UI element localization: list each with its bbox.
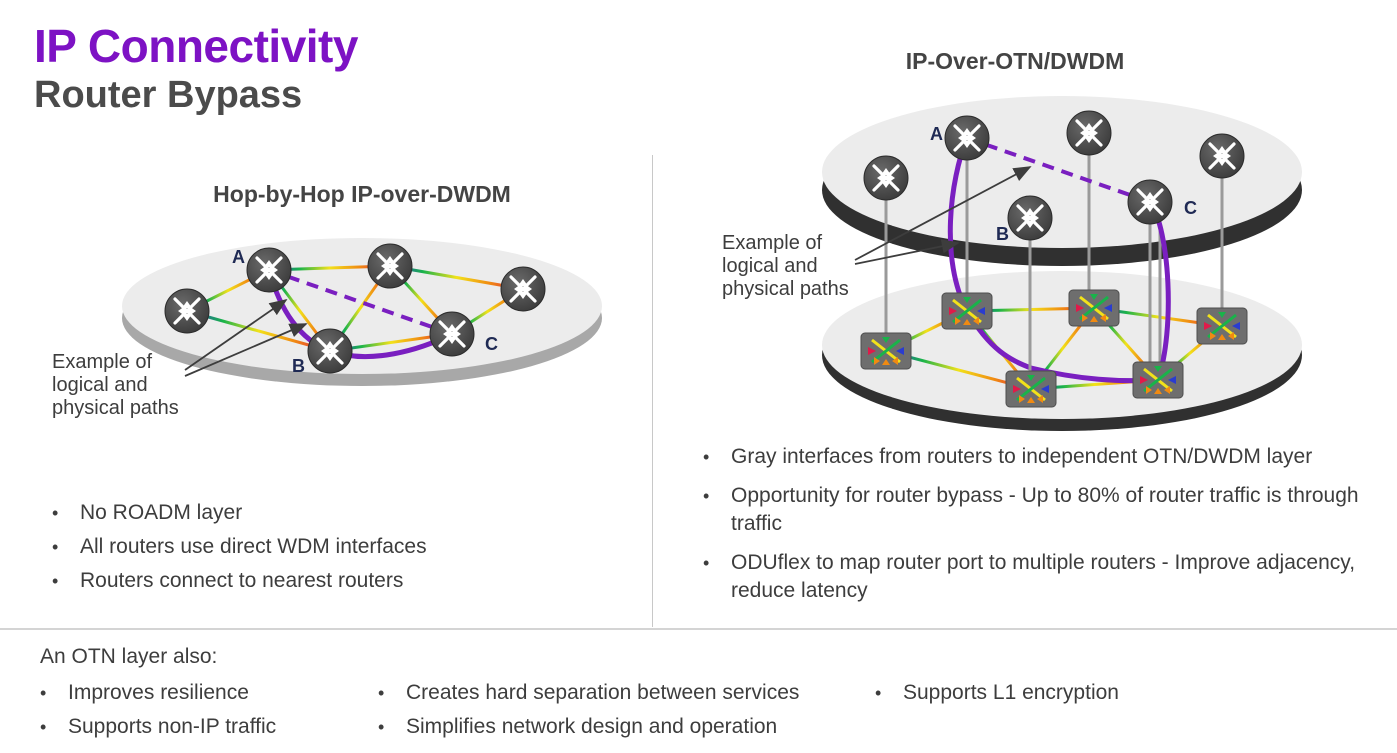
node-label-c: C — [485, 334, 498, 354]
otn-benefits-column-2: Creates hard separation between services… — [378, 676, 868, 744]
left-logical-path-dashed — [268, 268, 453, 336]
otn-switch-icon — [859, 331, 913, 371]
right-callout-text: Example of logical and physical paths — [722, 232, 849, 300]
right-logical-path-dashed — [966, 136, 1151, 204]
list-item: Gray interfaces from routers to independ… — [703, 443, 1383, 471]
router-icon — [428, 310, 476, 358]
router-icon — [1126, 178, 1174, 226]
list-item: No ROADM layer — [52, 501, 612, 525]
node-label-b: B — [996, 224, 1009, 244]
list-item: ODUflex to map router port to multiple r… — [703, 549, 1383, 605]
router-icon — [366, 242, 414, 290]
node-label-c: C — [1184, 198, 1197, 218]
otn-switch-icon — [1195, 306, 1249, 346]
otn-intro: An OTN layer also: — [40, 645, 218, 668]
otn-switch-icon — [940, 291, 994, 331]
list-item: Opportunity for router bypass - Up to 80… — [703, 482, 1383, 538]
right-callout-arrow-1 — [854, 166, 1032, 261]
vertical-divider — [652, 155, 653, 627]
list-item: All routers use direct WDM interfaces — [52, 535, 612, 559]
left-bullet-list: No ROADM layer All routers use direct WD… — [52, 501, 612, 603]
router-icon — [1198, 132, 1246, 180]
list-item: Routers connect to nearest routers — [52, 569, 612, 593]
left-diagram-heading: Hop-by-Hop IP-over-DWDM — [213, 181, 511, 207]
router-icon — [862, 154, 910, 202]
right-diagram-heading: IP-Over-OTN/DWDM — [905, 48, 1125, 74]
router-icon — [1006, 194, 1054, 242]
otn-switch-icon — [1067, 288, 1121, 328]
router-icon — [1065, 109, 1113, 157]
page-title: IP Connectivity — [34, 20, 358, 72]
list-item: Creates hard separation between services — [378, 676, 868, 710]
list-item: Supports non-IP traffic — [40, 710, 360, 744]
otn-switch-icon — [1004, 369, 1058, 409]
right-bullet-list: Gray interfaces from routers to independ… — [703, 443, 1383, 616]
otn-benefits-column-1: Improves resilience Supports non-IP traf… — [40, 676, 360, 744]
otn-benefits-column-3: Supports L1 encryption — [875, 676, 1235, 710]
page-subtitle: Router Bypass — [34, 74, 303, 116]
right-callout-arrow-2 — [854, 239, 960, 265]
router-icon — [943, 114, 991, 162]
router-icon — [499, 265, 547, 313]
list-item: Simplifies network design and operation — [378, 710, 868, 744]
otn-switch-icon — [1131, 360, 1185, 400]
node-label-b: B — [292, 356, 305, 376]
list-item: Improves resilience — [40, 676, 360, 710]
left-diagram: A B C — [122, 238, 602, 386]
node-label-a: A — [930, 124, 943, 144]
left-callout-text: Example of logical and physical paths — [52, 351, 179, 419]
left-callout-arrow-1 — [184, 298, 288, 371]
node-label-a: A — [232, 247, 245, 267]
list-item: Supports L1 encryption — [875, 676, 1235, 710]
horizontal-divider — [0, 628, 1397, 630]
right-diagram: A B C — [822, 96, 1302, 431]
router-icon — [306, 327, 354, 375]
router-icon — [245, 246, 293, 294]
router-icon — [163, 287, 211, 335]
left-callout-arrow-2 — [184, 323, 308, 377]
